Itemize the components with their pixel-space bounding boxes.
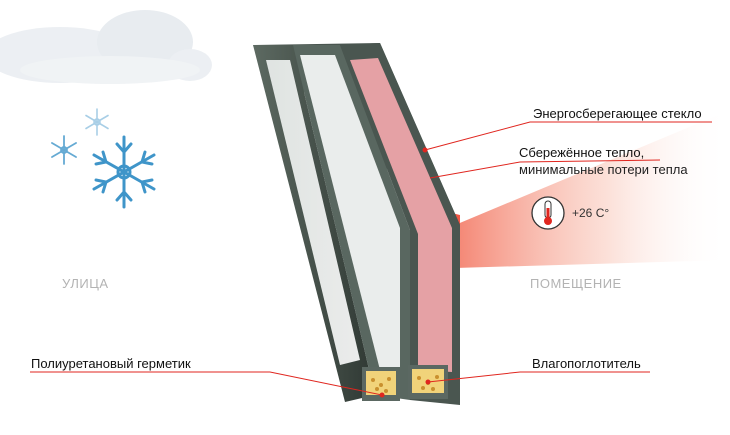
inside-label: ПОМЕЩЕНИЕ	[530, 276, 622, 291]
heat-saved-label: Сбережённое тепло,	[519, 145, 645, 160]
callout-dots	[379, 147, 431, 398]
callout-desiccant	[427, 371, 650, 383]
outside-label: УЛИЦА	[62, 276, 109, 291]
temperature-label: +26 C°	[572, 206, 610, 220]
callout-lines	[30, 121, 712, 396]
heat-loss-label: минимальные потери тепла	[519, 162, 688, 177]
callout-heat-saved	[429, 159, 661, 179]
inner-glass	[350, 58, 452, 372]
middle-glass	[300, 55, 400, 372]
sealant-label: Полиуретановый герметик	[31, 356, 191, 371]
snowflake-icon	[51, 108, 156, 209]
thermometer-icon	[531, 196, 565, 230]
cloud-icon	[0, 10, 212, 84]
callout-sealant	[30, 371, 383, 396]
callout-energy-glass	[424, 121, 712, 151]
heat-ray	[455, 110, 730, 268]
desiccant-label: Влагопоглотитель	[532, 356, 641, 371]
energy-glass-label: Энергосберегающее стекло	[533, 106, 702, 121]
outer-glass	[266, 60, 360, 365]
